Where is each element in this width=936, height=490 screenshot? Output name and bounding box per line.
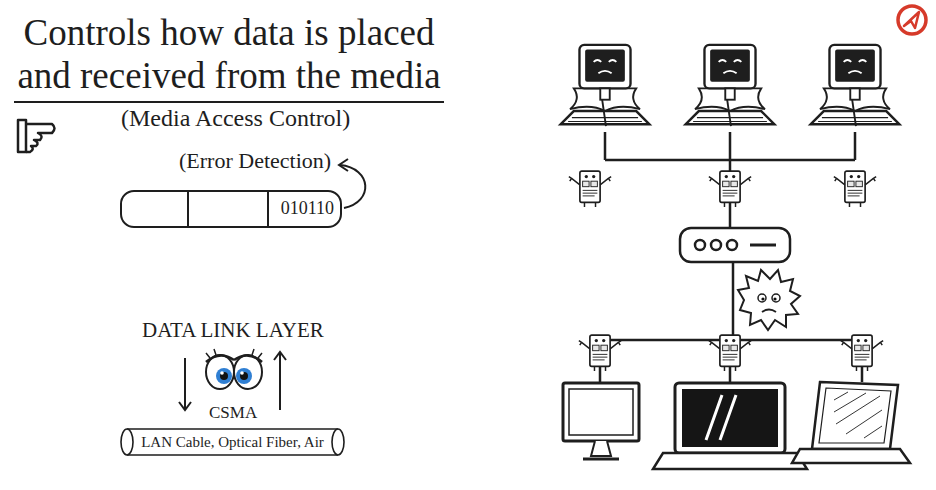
network-card	[579, 335, 621, 371]
frame-box: 010110	[120, 190, 342, 228]
network-card	[834, 171, 876, 207]
layer-name: DATA LINK LAYER	[142, 318, 324, 342]
desktop-computer	[561, 45, 650, 126]
direction-arrows	[179, 352, 286, 410]
pointing-hand-icon	[18, 120, 55, 152]
media-text: LAN Cable, Optical Fiber, Air	[141, 434, 324, 451]
media-cable: LAN Cable, Optical Fiber, Air	[119, 428, 346, 456]
desktop-computer	[811, 45, 900, 126]
diagram-title: Controls how data is placed and received…	[14, 12, 444, 103]
monitor	[563, 383, 639, 459]
network-card	[841, 335, 883, 371]
cable-end	[332, 429, 344, 455]
network-card	[709, 335, 751, 371]
cell-divider	[187, 192, 189, 226]
laptop	[792, 382, 910, 463]
network-card	[709, 171, 751, 207]
network-card	[569, 171, 611, 207]
network-wires	[600, 132, 862, 382]
function-label: (Error Detection)	[179, 148, 331, 173]
cable-end	[121, 429, 133, 455]
desktop-computer	[686, 45, 775, 126]
eyes-icon	[206, 349, 262, 389]
laptop	[653, 383, 807, 469]
brand-logo	[898, 6, 926, 34]
checksum-bits: 010110	[281, 199, 334, 219]
error-detection-arrow	[339, 159, 365, 208]
network-switch	[680, 228, 790, 262]
function-label: (Media Access Control)	[121, 105, 350, 133]
cable-body	[127, 429, 338, 455]
cell-divider	[267, 192, 269, 226]
protocol-label: CSMA	[209, 403, 257, 423]
noise-creature	[738, 270, 800, 330]
